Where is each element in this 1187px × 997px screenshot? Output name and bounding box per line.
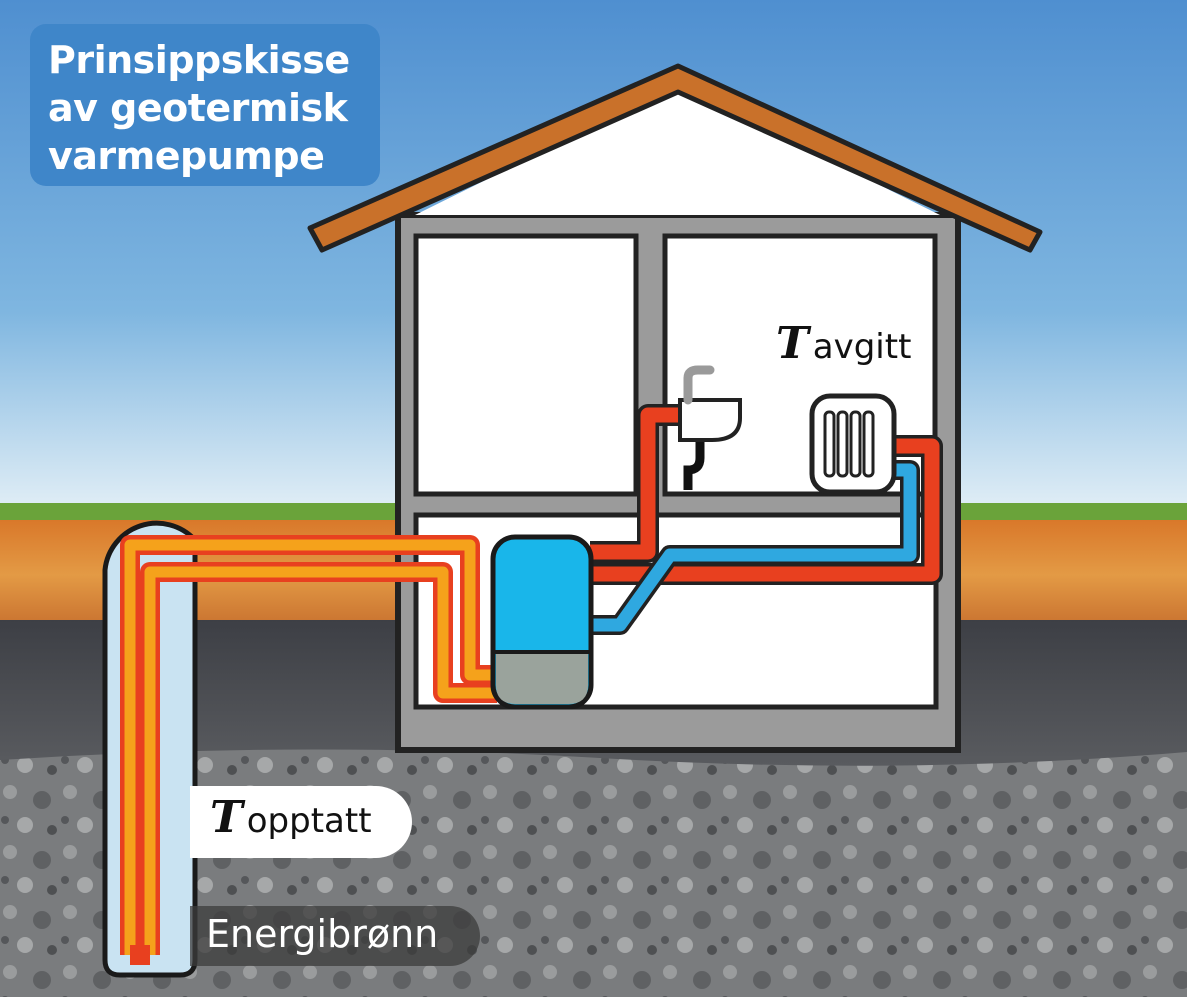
title-line-2: av geotermisk (48, 86, 348, 130)
heat-pump-unit (490, 534, 594, 710)
title-line-1: Prinsippskisse (48, 38, 350, 82)
t-symbol: T (776, 318, 809, 369)
t-symbol: T (210, 792, 243, 843)
house (307, 63, 1043, 753)
radiator-fin-1 (823, 410, 836, 478)
opptatt-text: opptatt (246, 801, 372, 841)
t-opptatt-badge (190, 786, 412, 858)
energibronn-badge (190, 906, 480, 966)
room-upper-right (662, 233, 938, 497)
radiator (809, 393, 897, 495)
cold-return-pipe-fill (590, 463, 917, 632)
room-upper-left (413, 233, 639, 497)
ground-loop-pipe-outer-core (124, 539, 497, 955)
heating-pipes (590, 404, 943, 635)
energibronn-label: Energibrønn (206, 912, 439, 956)
radiator-fin-4 (862, 410, 875, 478)
house-gable (415, 85, 940, 215)
sink-faucet (683, 365, 715, 405)
ground-loop (102, 520, 497, 978)
avgitt-text: avgitt (812, 327, 912, 367)
title-box: Prinsippskisse av geotermisk varmepumpe (30, 24, 380, 186)
title-line-3: varmepumpe (48, 134, 325, 178)
heat-pump-compressor (496, 652, 588, 704)
hot-pipe-radiator-fill (590, 438, 940, 582)
hot-water-pipe-sink-fill (590, 407, 686, 560)
sink-basin (678, 398, 742, 442)
sink-drain-pipe (683, 437, 705, 490)
radiator-fin-2 (836, 410, 849, 478)
sink (678, 365, 742, 490)
radiator-fin-3 (849, 410, 862, 478)
ground-loop-pipe-inner-core (144, 566, 497, 955)
roof (307, 63, 1043, 253)
